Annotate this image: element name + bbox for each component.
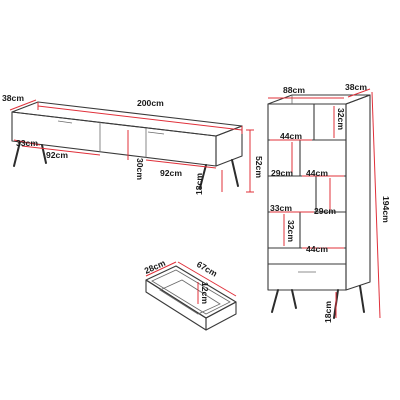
tv-side-gap-label: 33cm	[16, 138, 38, 148]
bookcase-total-height-label: 194cm	[381, 196, 391, 223]
tv-width-label: 200cm	[137, 98, 164, 108]
drawer-width-label: 67cm	[195, 259, 219, 279]
tv-total-height-label: 52cm	[254, 156, 264, 178]
bookcase	[267, 88, 381, 319]
drawer-depth-dim	[145, 261, 177, 277]
bookcase-top	[267, 94, 371, 105]
tv-middle-height-label: 30cm	[135, 158, 145, 180]
drawer-side	[205, 301, 237, 331]
bookcase-top-left-label: 44cm	[280, 131, 302, 141]
tv-handle-right	[147, 131, 165, 135]
bookcase-mid-left-label: 29cm	[271, 168, 293, 178]
bookcase-leg-1	[271, 289, 279, 313]
tv-leg-height-label: 18cm	[194, 173, 204, 195]
tv-depth-dim	[9, 99, 37, 111]
tv-comp-left-label: 92cm	[46, 150, 68, 160]
bookcase-leg-2	[291, 289, 297, 309]
bookcase-leg-height-label: 18cm	[323, 301, 333, 323]
tv-leg-1	[13, 141, 21, 167]
drawer-rim	[145, 265, 237, 319]
drawer	[145, 261, 237, 331]
bookcase-right-height-label: 29cm	[314, 206, 336, 216]
tv-comp-right-dim	[145, 159, 217, 169]
bookcase-leg-4	[359, 285, 365, 313]
tv-stand	[9, 99, 254, 193]
bookcase-depth-dim	[347, 88, 371, 98]
bookcase-mid-right-label: 44cm	[306, 168, 328, 178]
bookcase-side	[345, 94, 371, 291]
drawer-width-dim	[177, 261, 237, 297]
tv-stand-front	[11, 111, 217, 167]
tv-leg-3	[199, 164, 207, 189]
tv-leg-4	[231, 159, 239, 187]
tv-comp-left-dim	[21, 145, 101, 156]
bookcase-top-shelf-label: 32cm	[336, 108, 346, 130]
bookcase-total-height-dim	[371, 91, 381, 319]
drawer-front	[145, 279, 207, 331]
tv-side-gap-dim	[13, 139, 41, 146]
bookcase-left-gap-label: 33cm	[270, 203, 292, 213]
tv-width-dim	[37, 105, 243, 131]
tv-depth-label: 38cm	[2, 93, 24, 103]
bookcase-lower-width-label: 44cm	[306, 244, 328, 254]
drawer-depth-label: 28cm	[143, 258, 167, 276]
tv-handle-left	[57, 120, 73, 124]
bookcase-width-label: 88cm	[283, 85, 305, 95]
drawer-height-label: 12cm	[200, 282, 210, 304]
tv-comp-right-label: 92cm	[160, 168, 182, 178]
tv-stand-side	[215, 125, 243, 167]
bookcase-lower-height-label: 32cm	[286, 220, 296, 242]
bookcase-depth-label: 38cm	[345, 82, 367, 92]
